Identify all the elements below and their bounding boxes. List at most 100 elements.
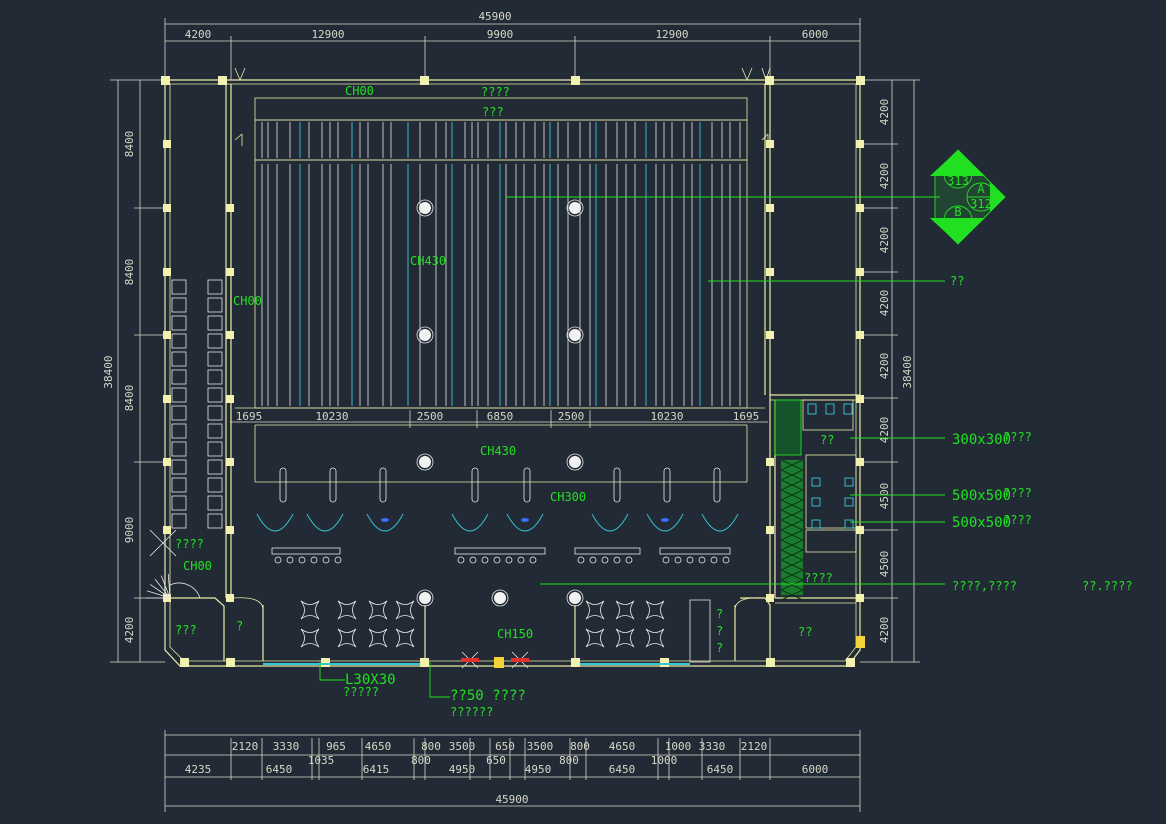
- right-dim-8: 4500: [878, 551, 891, 578]
- bottom-right-room-label: ??: [798, 625, 812, 639]
- stage-dim-4: 6850: [487, 410, 514, 423]
- lounge-seat-icon: [300, 600, 320, 620]
- top-hall-label: ????: [481, 85, 510, 99]
- callout-steel-angle: L30X30: [345, 672, 396, 688]
- stage-dim-1: 1695: [236, 410, 263, 423]
- callout-glass-wall-note: ??????: [450, 705, 493, 719]
- ceiling-label-ch00-bottom: CH00: [183, 559, 212, 573]
- callout-floor-finish-note: ??.????: [1082, 579, 1133, 593]
- bottom-dim-row1: 2120: [741, 740, 768, 753]
- callout-tile-500-a-note: ????: [1003, 486, 1032, 500]
- seat-icon: [686, 556, 694, 564]
- svg-text:?: ?: [236, 619, 243, 633]
- sofa-icon: [506, 513, 544, 532]
- seat-icon: [207, 315, 223, 331]
- structural-columns: [161, 76, 865, 668]
- right-dim-2: 4200: [878, 163, 891, 190]
- service-room-label: ????: [804, 571, 833, 585]
- top-dim-2: 12900: [311, 28, 344, 41]
- lounge-seat-icon: [395, 600, 415, 620]
- sofa-icon: [591, 513, 629, 532]
- section-marker-c: C 313: [943, 159, 973, 189]
- left-overall-dim: 38400: [102, 355, 115, 388]
- shelf-icon: [689, 599, 711, 663]
- bottom-dim-row2: 1000: [651, 754, 678, 767]
- lounge-seat-icon: [585, 628, 605, 648]
- lounge-seat-icon: [395, 628, 415, 648]
- seat-icon: [601, 556, 609, 564]
- ceiling-label-ch00-left: CH00: [233, 294, 262, 308]
- left-stair-label: ????: [175, 537, 204, 551]
- bottom-dim-row2: 1035: [308, 754, 335, 767]
- seat-icon: [207, 351, 223, 367]
- svg-text:C: C: [954, 159, 961, 173]
- ceiling-label-ch300: CH300: [550, 490, 586, 504]
- bottom-dim-row3: 6450: [266, 763, 293, 776]
- room-labels: CH00 ???? ??? CH430 CH00 CH430 CH300 ???…: [175, 84, 834, 655]
- seat-icon: [310, 556, 318, 564]
- seat-icon: [298, 556, 306, 564]
- mic-stand-icon: [471, 467, 479, 503]
- stair-icon: [169, 582, 201, 599]
- bottom-dim-row3: 6000: [802, 763, 829, 776]
- seat-icon: [207, 495, 223, 511]
- top-overall-dim: 45900: [478, 10, 511, 23]
- svg-text:?: ?: [716, 624, 723, 638]
- bottom-dim-row3: 6415: [363, 763, 390, 776]
- mic-stand-icon: [379, 467, 387, 503]
- stage-dimensions: 1695 10230 2500 6850 2500 10230 1695: [230, 410, 768, 428]
- lamp-icon: [566, 199, 584, 217]
- furniture: [146, 279, 854, 669]
- stage-dim-2: 10230: [315, 410, 348, 423]
- seat-icon: [710, 556, 718, 564]
- right-dim-1: 4200: [878, 99, 891, 126]
- callout-tile-500-a: 500x500: [952, 488, 1011, 504]
- seat-icon: [274, 556, 282, 564]
- seat-icon: [207, 279, 223, 295]
- toilet-icon: [825, 403, 835, 415]
- seat-icon: [662, 556, 670, 564]
- lamp-icon: [566, 589, 584, 607]
- toilet-icon: [844, 497, 854, 507]
- left-dim-3: 8400: [123, 385, 136, 412]
- bottom-dim-row1: 4650: [365, 740, 392, 753]
- ceiling-label-ch00-top: CH00: [345, 84, 374, 98]
- left-dimensions: 38400 8400 8400 8400 9000 4200: [102, 79, 165, 663]
- seat-icon: [722, 556, 730, 564]
- seat-icon: [286, 556, 294, 564]
- seat-icon: [171, 477, 187, 493]
- mic-stand-icon: [329, 467, 337, 503]
- callouts: ?? 300x300 ???? 500x500 ???? 500x500 ???…: [319, 196, 1133, 719]
- top-dim-4: 12900: [655, 28, 688, 41]
- seat-icon: [334, 556, 342, 564]
- seat-icon: [171, 459, 187, 475]
- mic-stand-icon: [279, 467, 287, 503]
- section-marker-a: A 312: [966, 182, 996, 212]
- bench-icon: [574, 547, 641, 555]
- stage-dim-5: 2500: [558, 410, 585, 423]
- bottom-dim-row1: 2120: [232, 740, 259, 753]
- seat-icon: [207, 513, 223, 529]
- top-dim-5: 6000: [802, 28, 829, 41]
- bottom-dim-row2: 650: [486, 754, 506, 767]
- bench-icon: [659, 547, 731, 555]
- stage-area: [234, 67, 771, 483]
- lounge-seat-icon: [300, 628, 320, 648]
- seat-icon: [171, 369, 187, 385]
- lamp-icon: [566, 326, 584, 344]
- right-dim-6: 4200: [878, 417, 891, 444]
- lamp-icon: [416, 589, 434, 607]
- top-dimensions: 45900 4200 12900 9900 12900 6000: [164, 10, 861, 80]
- table-icon: [521, 518, 529, 522]
- seat-icon: [322, 556, 330, 564]
- seat-icon: [207, 423, 223, 439]
- left-dim-2: 8400: [123, 259, 136, 286]
- seat-icon: [171, 405, 187, 421]
- seat-icon: [207, 459, 223, 475]
- toilet-tiles: [774, 399, 804, 601]
- sofa-icon: [451, 513, 489, 532]
- toilet-icon: [843, 403, 853, 415]
- lounge-seat-icon: [645, 628, 665, 648]
- sofa-icon: [256, 513, 294, 532]
